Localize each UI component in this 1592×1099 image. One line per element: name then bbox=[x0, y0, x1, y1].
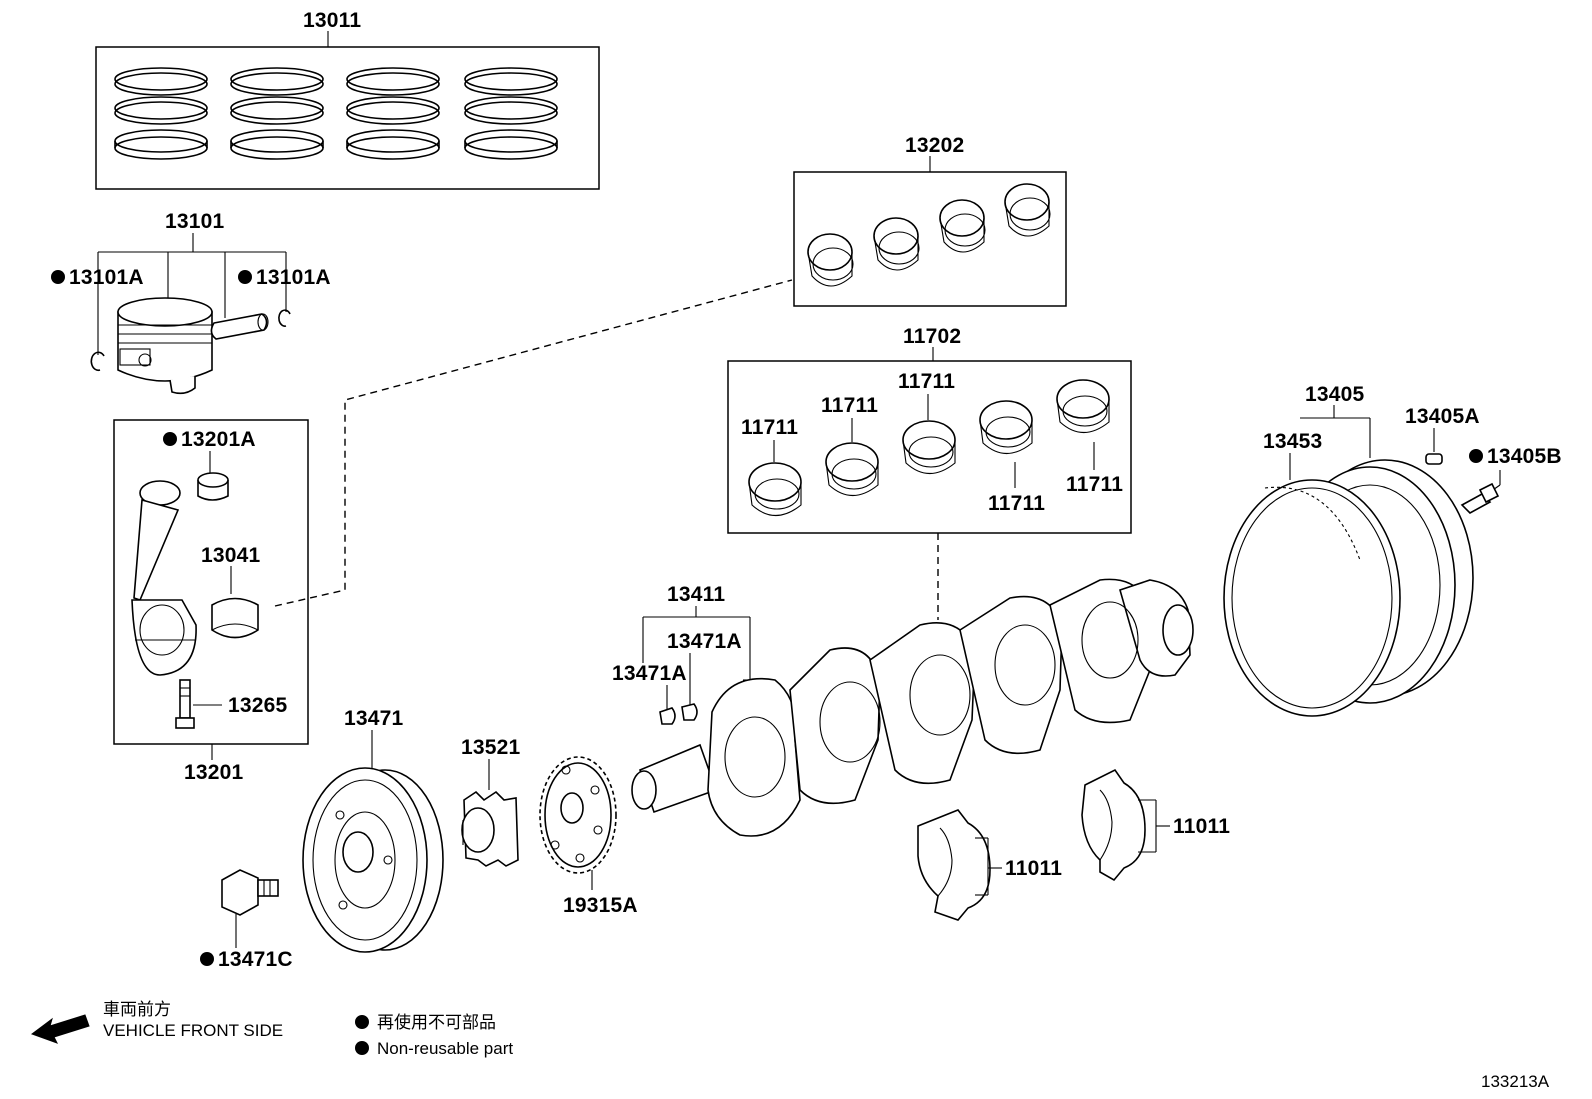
figure-id: 133213A bbox=[1481, 1072, 1550, 1091]
main-bearing-icon bbox=[979, 400, 1033, 455]
pulley-bolt-group: 13471C bbox=[200, 869, 293, 971]
woodruff-key-icon bbox=[681, 703, 698, 721]
ring-gear-icon bbox=[1223, 479, 1401, 717]
leader-dashed bbox=[274, 279, 793, 607]
label-11711-5[interactable]: 11711 bbox=[1066, 473, 1123, 496]
label-11702[interactable]: 11702 bbox=[903, 325, 961, 348]
thrust-washer-icon bbox=[917, 809, 991, 921]
label-13041[interactable]: 13041 bbox=[201, 544, 261, 567]
piston-ring-icon bbox=[230, 67, 324, 160]
label-13471[interactable]: 13471 bbox=[344, 707, 404, 730]
label-13201[interactable]: 13201 bbox=[184, 761, 244, 784]
label-13101A-right[interactable]: 13101A bbox=[256, 266, 331, 289]
non-reusable-dot bbox=[200, 952, 214, 966]
label-13011[interactable]: 13011 bbox=[303, 9, 361, 32]
crankshaft-icon bbox=[631, 578, 1194, 837]
rod-bearing-set-group: 13202 bbox=[793, 134, 1067, 307]
main-bearing-icon bbox=[902, 420, 956, 475]
label-13101A-left[interactable]: 13101A bbox=[69, 266, 144, 289]
label-13101[interactable]: 13101 bbox=[165, 210, 225, 233]
pulley-bolt-icon bbox=[221, 869, 279, 916]
piston-icon bbox=[117, 297, 213, 395]
label-13405A[interactable]: 13405A bbox=[1405, 405, 1480, 428]
snap-ring-icon bbox=[278, 309, 291, 327]
non-reusable-dot bbox=[163, 432, 177, 446]
crank-bearing-set-box bbox=[727, 360, 1132, 534]
bearing-shell-icon bbox=[873, 217, 920, 271]
piston-pin-icon bbox=[210, 313, 269, 340]
direction-jp: 車両前方 bbox=[103, 1000, 171, 1019]
label-13405B[interactable]: 13405B bbox=[1487, 445, 1562, 468]
dowel-pin-icon bbox=[1425, 453, 1443, 465]
crank-gear-group: 13521 bbox=[461, 736, 521, 867]
label-13265[interactable]: 13265 bbox=[228, 694, 288, 717]
main-bearing-icon bbox=[825, 442, 879, 497]
connecting-rod-icon bbox=[131, 480, 197, 676]
thrust-washer-icon bbox=[1081, 768, 1146, 882]
crank-key-group: 13411 13471A 13471A bbox=[612, 583, 751, 725]
label-11711-4[interactable]: 11711 bbox=[988, 492, 1045, 515]
label-11711-3[interactable]: 11711 bbox=[898, 370, 955, 393]
label-13202[interactable]: 13202 bbox=[905, 134, 964, 157]
non-reusable-dot bbox=[1469, 449, 1483, 463]
non-reusable-dot bbox=[355, 1015, 369, 1029]
crank-pulley-group: 13471 bbox=[302, 707, 444, 953]
direction-en: VEHICLE FRONT SIDE bbox=[103, 1021, 283, 1040]
label-13471A-upper[interactable]: 13471A bbox=[667, 630, 742, 653]
non-reusable-dot bbox=[238, 270, 252, 284]
rod-bolt-icon bbox=[175, 679, 195, 729]
label-13405[interactable]: 13405 bbox=[1305, 383, 1365, 406]
crank-pulley-icon bbox=[302, 767, 444, 953]
main-bearing-icon bbox=[1056, 379, 1110, 434]
piston-group: 13101 13101A 13101A bbox=[51, 210, 331, 395]
piston-ring-icon bbox=[464, 67, 558, 160]
front-arrow-icon bbox=[30, 1014, 90, 1044]
legend: 車両前方 VEHICLE FRONT SIDE 再使用不可部品 Non-reus… bbox=[30, 1000, 513, 1058]
nonreusable-en: Non-reusable part bbox=[377, 1039, 513, 1058]
label-13411[interactable]: 13411 bbox=[667, 583, 725, 606]
bearing-shell-icon bbox=[807, 233, 854, 287]
piston-ring-set-box bbox=[95, 46, 600, 190]
non-reusable-dot bbox=[355, 1041, 369, 1055]
label-11711-2[interactable]: 11711 bbox=[821, 394, 878, 417]
label-13201A[interactable]: 13201A bbox=[181, 428, 256, 451]
rod-bearing-icon bbox=[211, 597, 259, 639]
label-11011-lower[interactable]: 11011 bbox=[1005, 857, 1062, 880]
piston-ring-icon bbox=[346, 67, 440, 160]
bearing-shell-icon bbox=[1004, 183, 1051, 237]
piston-ring-set-group: 13011 bbox=[95, 9, 600, 190]
bushing-icon bbox=[197, 472, 229, 501]
label-13471C[interactable]: 13471C bbox=[218, 948, 293, 971]
label-13453[interactable]: 13453 bbox=[1263, 430, 1322, 453]
flywheel-bolt-icon bbox=[1460, 482, 1500, 514]
connecting-rod-box bbox=[113, 419, 309, 745]
timing-rotor-group: 19315A bbox=[539, 756, 638, 917]
non-reusable-dot bbox=[51, 270, 65, 284]
bearing-shell-icon bbox=[939, 199, 986, 253]
main-bearing-icon bbox=[748, 462, 802, 517]
timing-rotor-icon bbox=[539, 756, 617, 874]
snap-ring-icon bbox=[90, 351, 105, 372]
thrust-washer-group: 11011 11011 bbox=[917, 768, 1230, 921]
label-13471A-lower[interactable]: 13471A bbox=[612, 662, 687, 685]
connecting-rod-group: 13201A 13041 13265 13201 bbox=[113, 419, 309, 784]
nonreusable-jp: 再使用不可部品 bbox=[377, 1012, 496, 1032]
woodruff-key-icon bbox=[659, 707, 676, 725]
label-11711-1[interactable]: 11711 bbox=[741, 416, 798, 439]
piston-ring-icon bbox=[114, 67, 208, 160]
crank-gear-icon bbox=[461, 790, 519, 867]
flywheel-group: 13405 13453 13405A 13405B bbox=[1223, 383, 1562, 717]
crank-bearing-set-group: 11702 11711 11711 11711 11711 bbox=[727, 325, 1132, 534]
label-13521[interactable]: 13521 bbox=[461, 736, 521, 759]
label-19315A[interactable]: 19315A bbox=[563, 894, 638, 917]
label-11011-upper[interactable]: 11011 bbox=[1173, 815, 1230, 838]
rod-bearing-set-box bbox=[793, 171, 1067, 307]
